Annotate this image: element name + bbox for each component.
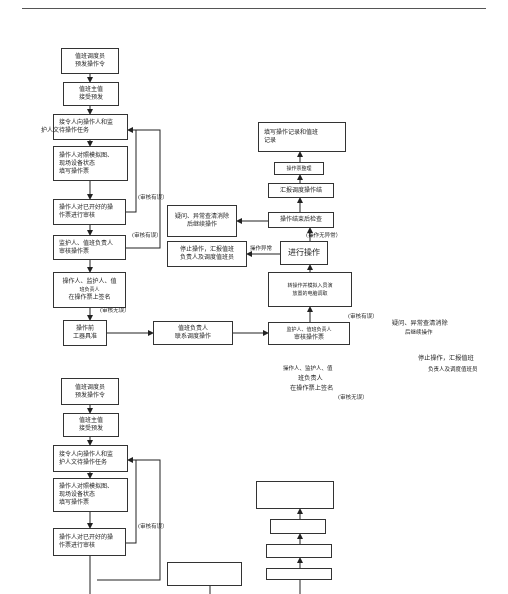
flow2-b2-line2: 接受预发: [78, 425, 103, 432]
flow1-receive-preissue-box: 值班主值 接受预发: [63, 82, 119, 106]
flow1-b13-line1: 进行操作: [288, 248, 320, 257]
flow1-float-stop-sub: 负责人及调度值班员: [428, 367, 478, 373]
flow1-note-review-error-2: (审核有误）: [132, 233, 162, 239]
flow1-supervisor-review-box: 监护人、值班负责人 审核操作票: [53, 235, 126, 260]
flow2-b3-line1: 接令人向操作人和监: [59, 450, 114, 458]
flow2-doubt-box: [167, 562, 242, 586]
flow2-receive-preissue-box: 值班主值 接受预发: [63, 413, 119, 437]
flow1-float-sign-line2: 班负责人: [298, 375, 323, 382]
flow1-note-review-error-3: (审核有误）: [348, 314, 378, 320]
flow1-b2-line1: 值班主值: [78, 86, 103, 93]
flow1-b10-line1: 监护人、值班负责人: [286, 326, 332, 333]
flow1-simulate-line1: 转操作并模拟入员演: [287, 282, 333, 289]
flow2-self-review-box: 操作人对已开好的操 作票进行审核: [53, 528, 126, 556]
flow1-b5-line1: 操作人对已开好的操: [59, 204, 114, 211]
flow1-b7-line2: 班负责人: [79, 287, 100, 293]
flow2-b1-line2: 预发操作令: [74, 391, 105, 399]
flow1-note-review-ok: (审核无误）: [100, 308, 130, 314]
flow1-b1-line1: 值班调度员: [74, 53, 105, 60]
flow2-b4-line2: 现场设备状态: [59, 491, 96, 498]
flow2-b4-line1: 操作人对照模拟图、: [59, 483, 114, 490]
flow1-b7-line1: 操作人、监护人、值: [62, 278, 117, 285]
flow1-post-check-box: 操作结束后检查: [268, 212, 334, 228]
flow2-b3-line2: 护人文待操作任务: [59, 458, 108, 466]
flow1-b12-line1: 停止操作，汇报值班: [179, 246, 234, 253]
flow1-b6-line1: 监护人、值班负责人: [59, 239, 114, 247]
flow1-float-doubt-sub: 后继续操作: [405, 330, 433, 336]
flow1-self-review-box: 操作人对已开好的操 作票进行审核: [53, 199, 126, 225]
flow1-contact-dispatch-box: 值班负责人 联系调度操作: [153, 321, 233, 345]
flow1-b11-line2: 后继续操作: [186, 221, 217, 228]
flow1-prep-tools-box: 操作前 工器具准: [63, 320, 107, 346]
flow1-b10-line2: 审核操作票: [293, 333, 324, 341]
flow1-float-sign-line3: 在操作票上签名: [290, 385, 334, 392]
flow1-report-box: 汇报调度操作结: [268, 183, 334, 198]
flow2-assign-task-box: 接令人向操作人和监 护人文待操作任务: [53, 445, 128, 472]
flow1-doubt-box: 疑问、异常查清消除 后继续操作: [167, 205, 237, 237]
flow2-b2-line1: 值班主值: [78, 417, 103, 424]
flow1-assign-task-box: 接令人向操作人和监 护人文待操作任务: [41, 114, 128, 140]
flow2-b5-line2: 作票进行审核: [59, 542, 96, 549]
flow1-b6-line2: 审核操作票: [59, 247, 90, 255]
flow1-b2-line2: 接受预发: [78, 94, 103, 101]
flow1-record-box: 填写操作记录和值班 记录: [258, 122, 346, 152]
flow2-note-review-error-1: (审核有误）: [138, 524, 168, 530]
page-top-rule: [22, 8, 486, 9]
flow1-note-no-abnormal: (操作无异常）: [306, 233, 342, 239]
flow1-b16-line1: 操作票整理: [286, 165, 312, 172]
flow1-note-abnormal: 操作异常: [250, 246, 273, 252]
flow2-b5-line1: 操作人对已开好的操: [59, 534, 114, 541]
flow1-stop-box: 停止操作，汇报值班 负责人及调度值班员: [167, 241, 247, 267]
flow1-b14-line1: 操作结束后检查: [279, 216, 322, 223]
flow1-b3-line2: 护人文待操作任务: [41, 127, 90, 134]
flow2-b4-line3: 填写操作票: [59, 499, 90, 506]
flow1-b17-line1: 填写操作记录和值班: [264, 129, 319, 136]
flow1-float-doubt: 疑问、异常查清消除: [392, 320, 448, 327]
flow1-b8-line2: 工器具准: [72, 333, 97, 340]
flow1-note-review-error-1: (审核有误）: [138, 195, 168, 201]
flow1-b15-line1: 汇报调度操作结: [279, 186, 322, 194]
flow1-float-sign-ok: (审核无误）: [338, 395, 368, 401]
flow1-b5-line2: 作票进行审核: [59, 212, 96, 219]
flow1-float-stop: 停止操作，汇报值班: [418, 355, 474, 362]
flow1-b11-line1: 疑问、异常查清消除: [174, 213, 229, 220]
flow2-dispatch-preissue-box: 值班调度员 预发操作令: [61, 378, 119, 405]
flow1-b4-line2: 现场设备状态: [59, 159, 96, 167]
flow1-b7-line3: 在操作票上签名: [68, 294, 111, 301]
flow1-ticket-arrange-box: 操作票整理: [274, 162, 324, 175]
flow2-report-box: [266, 544, 332, 558]
flow1-b9-line1: 值班负责人: [177, 325, 208, 332]
flow2-ticket-arrange-box: [270, 519, 326, 534]
flow2-record-box: [256, 481, 334, 509]
flow1-b1-line2: 预发操作令: [74, 61, 105, 68]
flow1-b4-line1: 操作人对照模拟图、: [59, 151, 114, 159]
flow1-b4-line3: 填写操作票: [59, 167, 90, 175]
flow1-fill-ticket-box: 操作人对照模拟图、 现场设备状态 填写操作票: [53, 146, 128, 181]
flow1-b12-line2: 负责人及调度值班员: [179, 254, 234, 261]
flow1-operate-box: 进行操作: [280, 241, 328, 265]
flow1-b17-line2: 记录: [264, 137, 277, 144]
flow1-b9-line2: 联系调度操作: [174, 333, 211, 340]
flow1-review2-box: 监护人、值班负责人 审核操作票: [268, 322, 350, 345]
flow1-simulate-line2: 放置的电脑调取: [292, 290, 328, 297]
flow1-float-sign-line1: 操作人、监护人、值: [283, 366, 333, 372]
flow1-sign-box: 操作人、监护人、值 班负责人 在操作票上签名: [53, 272, 126, 308]
flow1-b8-line1: 操作前: [75, 325, 94, 332]
flow1-simulate-box: 转操作并模拟入员演 放置的电脑调取: [268, 272, 352, 307]
flow2-fill-ticket-box: 操作人对照模拟图、 现场设备状态 填写操作票: [53, 478, 128, 512]
flow1-dispatch-preissue-box: 值班调度员 预发操作令: [61, 48, 119, 74]
flow2-b1-line1: 值班调度员: [74, 383, 105, 391]
flow1-b3-line1: 接令人向操作人和监: [59, 119, 114, 126]
flow2-post-check-box: [266, 568, 332, 580]
